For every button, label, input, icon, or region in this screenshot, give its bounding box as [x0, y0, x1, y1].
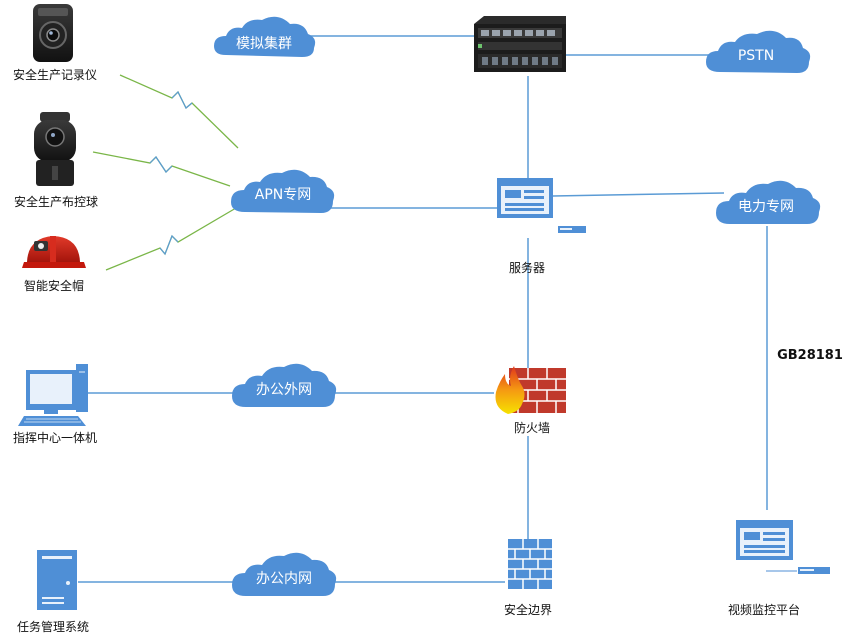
- cloud-analog-cluster: 模拟集群: [214, 16, 316, 57]
- security-boundary-icon: [508, 539, 552, 589]
- video-platform-label: 视频监控平台: [727, 603, 801, 617]
- command-pc-label: 指挥中心一体机: [12, 431, 98, 445]
- gb28181-protocol-label: GB28181: [777, 348, 843, 363]
- ptz-camera-label: 安全生产布控球: [13, 195, 99, 209]
- cloud-label: 模拟集群: [236, 35, 292, 52]
- task-system-label: 任务管理系统: [16, 620, 90, 634]
- security-boundary-label: 安全边界: [503, 603, 553, 617]
- command-pc-icon: [18, 364, 88, 426]
- cloud-label: 电力专网: [738, 199, 794, 215]
- recorder-label: 安全生产记录仪: [12, 68, 98, 82]
- cloud-label: PSTN: [738, 48, 774, 64]
- cloud-label: 办公内网: [256, 571, 312, 587]
- server-label: 服务器: [508, 261, 546, 275]
- cloud-pstn: PSTN: [706, 30, 811, 73]
- wireless-link-ptz: [92, 151, 231, 187]
- wireless-links: [92, 74, 239, 271]
- wireless-link-recorder: [119, 74, 239, 149]
- cloud-office-external: 办公外网: [232, 363, 337, 407]
- recorder-icon: [33, 4, 73, 62]
- connection-lines: [78, 35, 768, 583]
- line-server-power: [552, 192, 725, 197]
- helmet-icon: [22, 236, 86, 268]
- cloud-label: APN专网: [255, 187, 312, 203]
- task-system-icon: [37, 550, 77, 610]
- video-platform-icon: [736, 520, 830, 574]
- firewall-icon: [495, 366, 566, 414]
- firewall-label: 防火墙: [513, 421, 551, 435]
- cloud-power-net: 电力专网: [716, 180, 821, 224]
- cloud-label: 办公外网: [256, 382, 312, 398]
- cloud-office-internal: 办公内网: [232, 552, 337, 596]
- ptz-camera-icon: [34, 112, 76, 186]
- server-icon: [497, 178, 586, 233]
- switch-icon: [474, 16, 566, 72]
- helmet-label: 智能安全帽: [23, 279, 85, 293]
- cloud-apn: APN专网: [231, 169, 335, 213]
